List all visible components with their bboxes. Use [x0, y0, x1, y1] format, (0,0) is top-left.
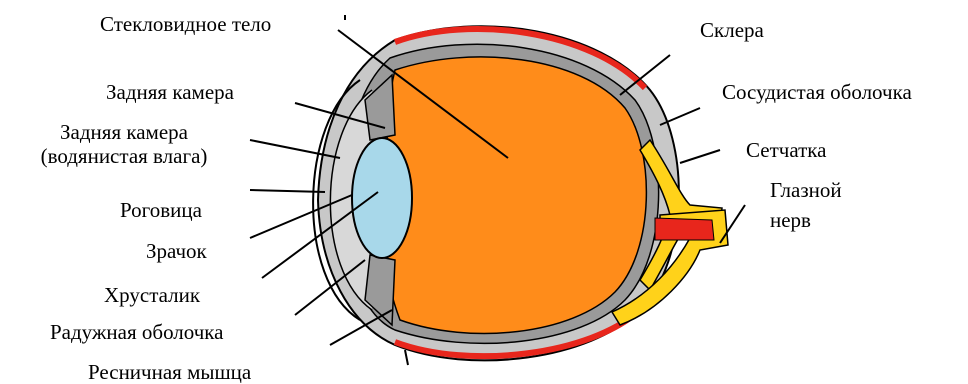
vitreous-body: [383, 57, 646, 334]
label-lens: Хрусталик: [104, 283, 200, 307]
label-iris: Радужная оболочка: [50, 320, 224, 344]
label-retina: Сетчатка: [746, 138, 826, 162]
lens: [352, 138, 412, 258]
label-ciliary-muscle: Ресничная мышца: [88, 360, 251, 384]
label-posterior-chamber-aqueous: Задняя камера (водянистая влага): [6, 120, 242, 168]
label-vitreous: Стекловидное тело: [100, 12, 271, 36]
label-posterior-chamber-aqueous-line1: Задняя камера: [6, 120, 242, 144]
label-choroid: Сосудистая оболочка: [722, 80, 912, 104]
label-sclera: Склера: [700, 18, 764, 42]
label-optic-nerve-line2: нерв: [770, 208, 842, 232]
label-optic-nerve: Глазной нерв: [770, 178, 842, 232]
label-posterior-chamber: Задняя камера: [106, 80, 234, 104]
label-optic-nerve-line1: Глазной: [770, 178, 842, 202]
label-posterior-chamber-aqueous-line2: (водянистая влага): [6, 144, 242, 168]
optic-nerve-red: [655, 218, 714, 240]
label-pupil: Зрачок: [146, 239, 207, 263]
line-retina: [680, 150, 720, 163]
line-ciliary-tick: [405, 350, 408, 365]
label-cornea: Роговица: [120, 198, 202, 222]
